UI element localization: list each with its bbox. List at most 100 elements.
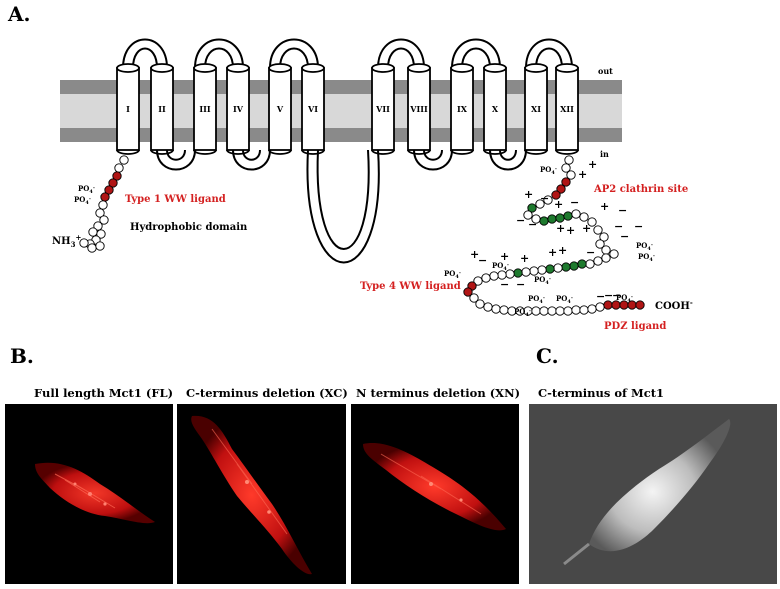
residue-bead	[569, 261, 579, 271]
residue-bead	[88, 227, 98, 237]
residue-bead	[601, 245, 611, 255]
helix-vii: VII	[371, 63, 395, 155]
po4-label: PO4-	[540, 165, 557, 176]
charge-sign: −	[614, 220, 623, 233]
residue-bead	[609, 249, 619, 259]
residue-bead	[563, 306, 573, 316]
helix-label: XII	[560, 104, 574, 114]
residue-bead	[571, 209, 581, 219]
residue-bead	[566, 170, 576, 180]
n-terminus-chain	[79, 155, 129, 253]
micrograph-full-length	[5, 404, 173, 584]
residue-bead	[104, 185, 114, 195]
helix-v: V	[268, 63, 292, 155]
residue-bead	[545, 264, 555, 274]
loop-IV-V	[232, 149, 271, 171]
residue-bead	[587, 217, 597, 227]
residue-bead	[489, 271, 499, 281]
residue-bead	[555, 306, 565, 316]
micrograph-c-terminus-mct1	[529, 404, 777, 584]
helix-ii: II	[150, 63, 174, 155]
loop-VIII-IX	[413, 149, 453, 171]
charge-sign: +	[558, 244, 567, 257]
helix-label: IX	[457, 104, 468, 114]
caption-full-length: Full length Mct1 (FL)	[34, 386, 174, 400]
helix-label: VIII	[409, 104, 428, 114]
po4-label: PO4-	[492, 261, 509, 272]
po4-label: PO4-	[528, 294, 545, 305]
helix-viii: VIII	[407, 63, 431, 155]
charge-sign: +	[500, 250, 509, 263]
loop-XI-XII	[525, 38, 573, 69]
residue-bead	[95, 208, 105, 218]
residue-bead	[475, 299, 485, 309]
charge-sign: +	[548, 246, 557, 259]
charge-sign: +	[578, 168, 587, 181]
po4-labels-cterm: PO4-PO4-PO4-PO4-PO4-PO4-PO4-PO4-PO4-PO4-	[444, 165, 655, 318]
po4-label: PO4-	[556, 294, 573, 305]
residue-bead	[112, 171, 122, 181]
helix-label: I	[126, 104, 130, 114]
residue-bead	[593, 225, 603, 235]
po4-label: PO4-	[514, 307, 531, 318]
residue-bead	[95, 241, 105, 251]
residue-bead	[523, 210, 533, 220]
residue-bead	[601, 253, 611, 263]
residue-bead	[505, 269, 515, 279]
charge-sign: +	[588, 158, 597, 171]
loop-VI-VII	[306, 149, 380, 264]
residue-bead	[564, 155, 574, 165]
charge-sign: −	[612, 289, 621, 302]
caption-c-terminus-mct1: C-terminus of Mct1	[538, 386, 665, 400]
residue-bead	[99, 215, 109, 225]
residue-bead	[529, 266, 539, 276]
charge-sign: −	[528, 218, 537, 231]
loop-IX-X	[451, 38, 501, 69]
residue-bead	[561, 163, 571, 173]
helix-x: X	[483, 63, 507, 155]
type1-ww-label: Type 1 WW ligand	[125, 194, 226, 205]
residue-bead	[539, 306, 549, 316]
residue-bead	[527, 203, 537, 213]
helix-ix: IX	[450, 63, 474, 155]
charge-sign: −	[500, 278, 509, 291]
residue-bead	[593, 256, 603, 266]
residue-bead	[119, 155, 129, 165]
residue-bead	[595, 239, 605, 249]
charge-sign: −	[604, 289, 613, 302]
residue-bead	[521, 267, 531, 277]
residue-bead	[561, 262, 571, 272]
caption-c-deletion: C-terminus deletion (XC)	[186, 386, 348, 400]
helix-label: IV	[233, 104, 244, 114]
type4-ww-label: Type 4 WW ligand	[360, 281, 461, 292]
residue-bead	[563, 211, 573, 221]
residue-bead	[551, 190, 561, 200]
residue-bead	[579, 305, 589, 315]
caption-n-deletion: N terminus deletion (XN)	[356, 386, 521, 400]
residue-bead	[499, 305, 509, 315]
residue-bead	[579, 212, 589, 222]
residue-bead	[561, 177, 571, 187]
charge-signs: +++−+−+−−−+++−−−+−++++−−−−−−	[470, 158, 643, 303]
svg-text:COOH-: COOH-	[655, 298, 693, 312]
helix-xii: XII	[555, 63, 579, 155]
ap2-clathrin-label: AP2 clathrin site	[593, 184, 688, 195]
residue-bead	[483, 302, 493, 312]
residue-bead	[469, 293, 479, 303]
po4-label: PO4-	[534, 275, 551, 286]
residue-bead	[93, 221, 103, 231]
helix-label: XI	[531, 104, 541, 114]
po4-label: PO4-	[638, 252, 655, 263]
charge-sign: −	[596, 290, 605, 303]
loop-X-XI	[489, 149, 527, 171]
residue-bead	[513, 268, 523, 278]
charge-sign: −	[620, 230, 629, 243]
charge-sign: −	[634, 220, 643, 233]
helix-label: VI	[307, 104, 318, 114]
micrograph-n-terminus-deletion	[351, 404, 519, 584]
residue-bead	[547, 214, 557, 224]
residue-bead	[108, 178, 118, 188]
residue-bead	[473, 276, 483, 286]
residue-bead	[535, 199, 545, 209]
charge-sign: −	[570, 196, 579, 209]
